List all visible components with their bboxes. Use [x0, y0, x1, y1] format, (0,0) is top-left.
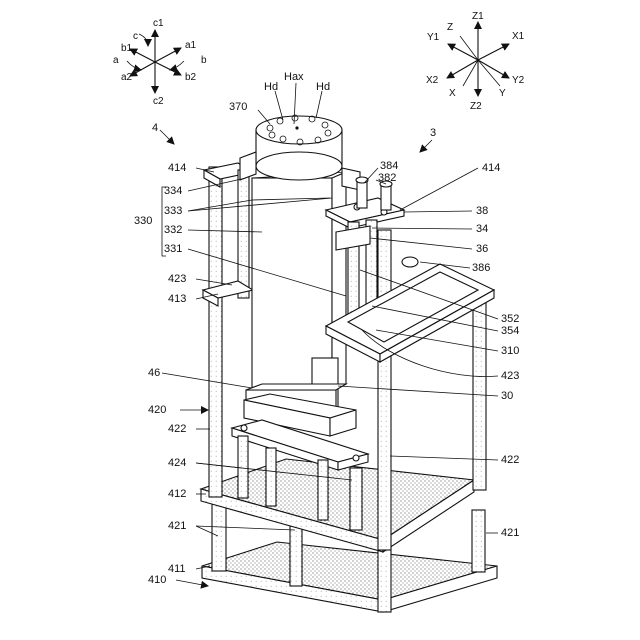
label-386: 386 — [472, 262, 490, 274]
label-3: 3 — [430, 127, 436, 139]
label-332: 332 — [164, 224, 182, 236]
label-354: 354 — [501, 325, 519, 337]
label-334: 334 — [164, 185, 182, 197]
axis-label-a2: a2 — [121, 72, 133, 83]
label-414-left: 414 — [168, 162, 186, 174]
label-310: 310 — [501, 345, 519, 357]
axis-label-b1: b1 — [121, 43, 133, 54]
label-34: 34 — [476, 223, 488, 235]
label-422-right: 422 — [501, 454, 519, 466]
translation-axis-rose — [447, 22, 509, 96]
label-36: 36 — [476, 243, 488, 255]
axis-label-X: X — [449, 88, 456, 99]
label-411: 411 — [168, 563, 186, 575]
label-412: 412 — [168, 488, 186, 500]
axis-label-X2: X2 — [426, 75, 439, 86]
label-hax: Hax — [284, 71, 304, 83]
axis-label-a1: a1 — [185, 40, 197, 51]
label-352: 352 — [501, 313, 519, 325]
label-hd-right: Hd — [316, 81, 330, 93]
label-414-right: 414 — [482, 162, 500, 174]
label-382: 382 — [378, 172, 396, 184]
label-331: 331 — [164, 243, 182, 255]
label-46: 46 — [148, 367, 160, 379]
axis-label-Z2: Z2 — [470, 101, 482, 112]
label-hd-left: Hd — [264, 81, 278, 93]
label-333: 333 — [164, 205, 182, 217]
axis-label-c1: c1 — [153, 18, 164, 29]
axis-label-Z1: Z1 — [472, 11, 484, 22]
press-assembly — [203, 115, 494, 530]
axis-label-Y1: Y1 — [427, 32, 440, 43]
label-424: 424 — [168, 457, 186, 469]
axis-label-b: b — [201, 55, 207, 66]
axis-label-Y2: Y2 — [512, 75, 525, 86]
axis-label-Y: Y — [499, 88, 506, 99]
label-413: 413 — [168, 293, 186, 305]
axis-label-Z: Z — [447, 22, 453, 33]
axis-label-a: a — [113, 55, 119, 66]
label-370: 370 — [229, 101, 247, 113]
axis-label-c2: c2 — [153, 96, 164, 107]
label-421-right: 421 — [501, 527, 519, 539]
label-410: 410 — [148, 574, 166, 586]
label-38: 38 — [476, 205, 488, 217]
label-4: 4 — [152, 122, 158, 134]
label-384: 384 — [380, 160, 398, 172]
label-423-right: 423 — [501, 370, 519, 382]
axis-label-b2: b2 — [185, 72, 197, 83]
label-422-left: 422 — [168, 423, 186, 435]
label-423-left: 423 — [168, 273, 186, 285]
label-330: 330 — [134, 215, 152, 227]
axis-label-c: c — [133, 31, 138, 42]
label-421-left: 421 — [168, 520, 186, 532]
label-30: 30 — [501, 390, 513, 402]
label-420: 420 — [148, 404, 166, 416]
axis-label-X1: X1 — [512, 31, 525, 42]
